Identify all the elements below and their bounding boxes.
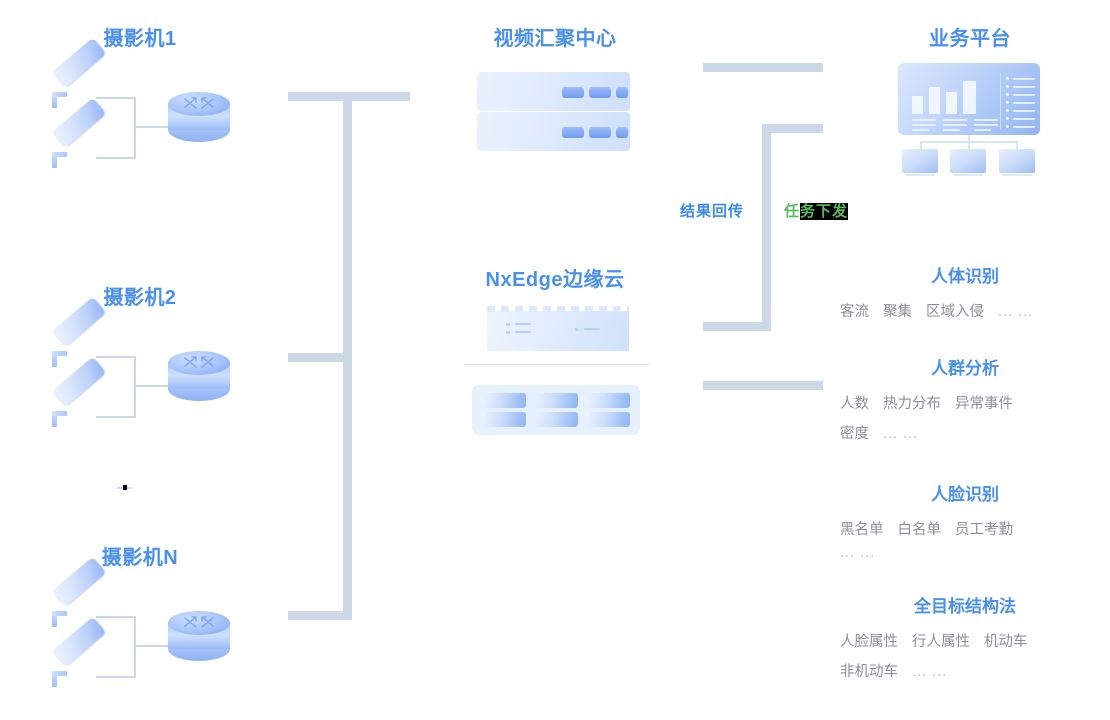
capability-group-full-target-structuring: 全目标结构法 人脸属性行人属性机动车 非机动车 ... ...	[840, 592, 1090, 681]
capability-item: 非机动车	[840, 664, 898, 680]
capability-row: 客流聚集区域入侵 ... ...	[840, 300, 1090, 321]
cctv-camera-icon	[48, 356, 110, 443]
camera-link	[96, 97, 136, 99]
capability-title: 人群分析	[931, 359, 999, 378]
uplink-stub-upper	[762, 124, 823, 133]
client-stand	[905, 174, 935, 176]
camera-link	[96, 616, 136, 618]
cctv-camera-icon	[48, 97, 110, 184]
capability-item: 行人属性	[912, 634, 970, 650]
camera-link	[96, 416, 136, 418]
camera-link	[96, 356, 136, 358]
capability-item: 机动车	[984, 634, 1028, 650]
capability-row: ... ...	[840, 545, 1090, 561]
capability-ellipsis: ... ...	[912, 664, 948, 680]
capability-row: 人脸属性行人属性机动车	[840, 630, 1090, 651]
group-title-camera-n: 摄影机N	[101, 547, 179, 569]
uplink-stub-top	[703, 63, 823, 72]
router-icon	[168, 92, 230, 148]
group-title-camera-2: 摄影机2	[103, 287, 177, 309]
micro-label-artifact: ••••••••	[117, 485, 133, 490]
capability-item: 白名单	[897, 522, 942, 538]
capability-item: 人数	[840, 396, 869, 412]
capability-item: 黑名单	[840, 522, 884, 538]
capability-row: 人数热力分布异常事件	[840, 392, 1090, 413]
uplink-stub-bottom	[703, 381, 823, 390]
group-title-edge-cloud: NxEdge边缘云	[485, 269, 625, 291]
capability-item: 密度	[840, 426, 869, 442]
router-icon	[168, 351, 230, 407]
camera-bus	[134, 616, 136, 677]
capability-group-face-recognition: 人脸识别 黑名单白名单员工考勤 ... ...	[840, 480, 1090, 561]
camera-link	[96, 676, 136, 678]
client-stand	[953, 174, 983, 176]
capability-row: 黑名单白名单员工考勤	[840, 518, 1090, 539]
client-terminal-icon	[902, 149, 938, 173]
capability-title: 人脸识别	[931, 485, 999, 504]
flow-label-task-artifact: 务下发	[800, 203, 849, 220]
capability-ellipsis: ... ...	[998, 304, 1034, 320]
group-title-video-center: 视频汇聚中心	[493, 28, 617, 50]
capability-item: 聚集	[883, 304, 912, 320]
platform-link	[1016, 141, 1018, 150]
capability-title: 人体识别	[931, 267, 999, 286]
server-rack-icon	[477, 72, 630, 111]
capability-item: 客流	[840, 304, 869, 320]
router-icon	[168, 611, 230, 667]
client-terminal-icon	[999, 149, 1035, 173]
group-title-camera-1: 摄影机1	[103, 28, 177, 50]
camera-link	[96, 157, 136, 159]
capability-group-human-detection: 人体识别 客流聚集区域入侵 ... ...	[840, 262, 1090, 321]
group-title-platform: 业务平台	[929, 28, 1011, 50]
cctv-camera-icon	[48, 616, 110, 703]
capability-row: 非机动车 ... ...	[840, 660, 1090, 681]
cctv-camera-icon	[48, 556, 110, 643]
capability-item: 异常事件	[955, 396, 1013, 412]
flow-label-task-head: 任	[784, 203, 801, 220]
capability-item: 人脸属性	[840, 634, 898, 650]
camera-bus	[134, 97, 136, 158]
cctv-camera-icon	[48, 296, 110, 383]
capability-group-crowd-analysis: 人群分析 人数热力分布异常事件 密度 ... ...	[840, 354, 1090, 443]
flow-label-task-dispatch: 任务下发	[784, 200, 849, 221]
blade-grid-icon	[472, 385, 640, 435]
chip-module-icon	[487, 306, 629, 351]
server-rack-icon	[477, 112, 630, 151]
camera-bus	[134, 356, 136, 417]
capability-item: 员工考勤	[955, 522, 1013, 538]
uplink-stub-lower	[703, 322, 771, 331]
capability-row: 密度 ... ...	[840, 422, 1090, 443]
flow-label-result-return: 结果回传	[680, 203, 745, 220]
platform-bus	[920, 141, 1017, 143]
capability-ellipsis: ... ...	[840, 545, 876, 561]
capability-ellipsis: ... ...	[883, 426, 919, 442]
section-divider	[464, 364, 649, 365]
capability-item: 热力分布	[883, 396, 941, 412]
client-stand	[1002, 174, 1032, 176]
capability-item: 区域入侵	[926, 304, 984, 320]
client-terminal-icon	[950, 149, 986, 173]
trunk-stub-middle	[288, 353, 348, 362]
uplink-vertical	[762, 124, 771, 331]
capability-title: 全目标结构法	[914, 597, 1016, 616]
trunk-stub-bottom	[288, 611, 348, 620]
cctv-camera-icon	[48, 37, 110, 124]
camera-router-link	[134, 645, 170, 647]
camera-router-link	[134, 385, 170, 387]
dashboard-screen-icon	[898, 63, 1040, 135]
platform-link	[920, 141, 922, 150]
camera-router-link	[134, 126, 170, 128]
